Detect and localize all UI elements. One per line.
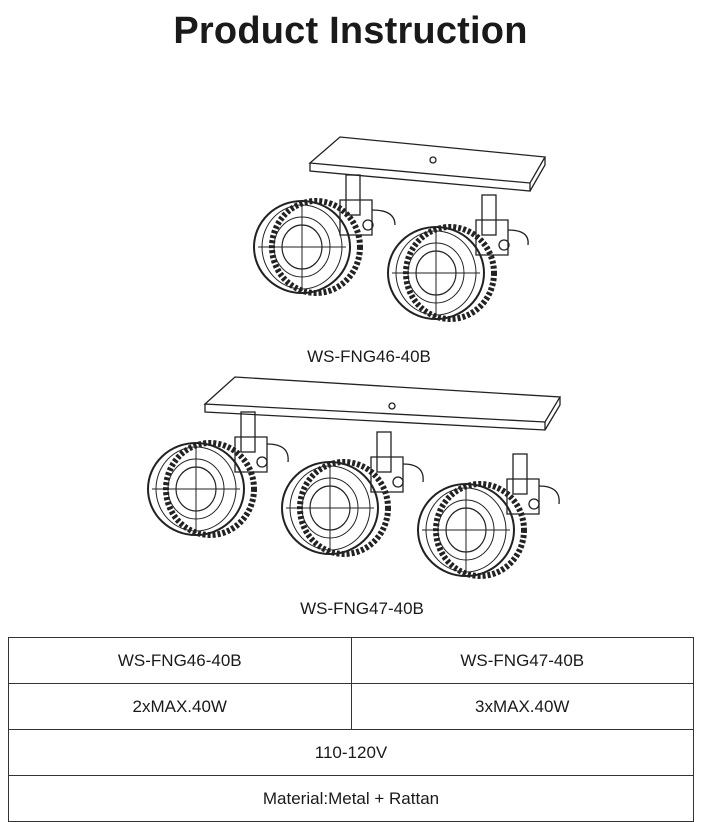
table-row: 2xMAX.40W 3xMAX.40W [8, 683, 694, 730]
table-row: WS-FNG46-40B WS-FNG47-40B [8, 637, 694, 684]
material-cell: Material:Metal + Rattan [8, 775, 694, 822]
spec-table: WS-FNG46-40B WS-FNG47-40B 2xMAX.40W 3xMA… [8, 637, 694, 822]
wattage-cell: 3xMAX.40W [350, 683, 694, 730]
page-title: Product Instruction [173, 10, 528, 52]
model-cell: WS-FNG47-40B [350, 637, 694, 684]
table-row: Material:Metal + Rattan [8, 775, 694, 822]
two-light-fixture-illustration [253, 136, 547, 322]
three-light-fixture-illustration [147, 376, 562, 579]
model-caption-2-light: WS-FNG46-40B [307, 347, 431, 366]
wattage-cell: 2xMAX.40W [8, 683, 352, 730]
table-row: 110-120V [8, 729, 694, 776]
voltage-cell: 110-120V [8, 729, 694, 776]
model-cell: WS-FNG46-40B [8, 637, 352, 684]
model-caption-3-light: WS-FNG47-40B [300, 599, 424, 618]
